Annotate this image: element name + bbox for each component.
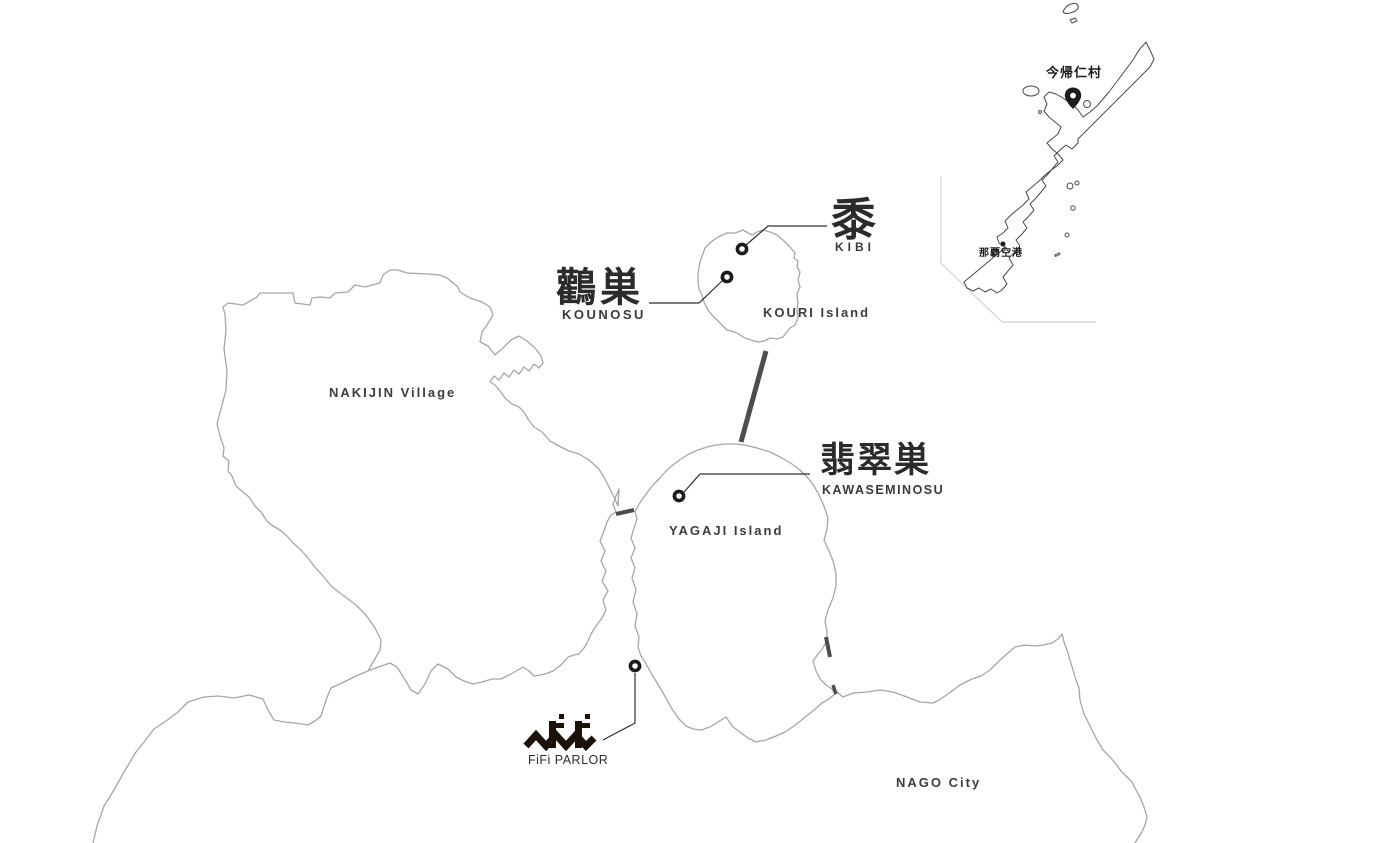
kounosu-kanji-label: 鸛巣 xyxy=(556,266,644,310)
inset-island-iheya xyxy=(1062,2,1079,14)
airport-dot-icon xyxy=(1000,241,1006,247)
kouri-bridge xyxy=(738,350,769,443)
coastline-nakijin-peninsula xyxy=(92,269,620,843)
inset-island-izena xyxy=(1069,17,1078,24)
yagaji-bridge-south xyxy=(831,684,838,695)
kounosu-name-label: KOUNOSU xyxy=(562,307,646,322)
region-label-nakijin-village: NAKIJIN Village xyxy=(329,385,457,400)
kawaseminosu-kanji-label: 翡翠巣 xyxy=(820,441,932,480)
kawaseminosu-marker-icon xyxy=(672,489,686,503)
inset-island-east3 xyxy=(1070,205,1076,211)
kibi-leader-line xyxy=(745,225,827,246)
fifi-marker-icon xyxy=(628,659,642,673)
coastline-yagaji-island xyxy=(630,443,837,743)
region-label-kouri-island: KOURI Island xyxy=(763,305,871,320)
coastline-nago-mainland xyxy=(836,633,1148,843)
kawaseminosu-leader-line xyxy=(683,473,810,493)
fifi-leader-line xyxy=(602,673,636,741)
yagaji-bridge-north xyxy=(824,636,832,658)
inset-frame xyxy=(940,176,1096,323)
map-pin-hole xyxy=(1070,92,1076,99)
inset-okinawa-map xyxy=(940,2,1155,323)
coastline-kouri-island xyxy=(697,229,801,343)
warumi-bridge xyxy=(615,508,635,516)
inset-island-east5 xyxy=(1054,252,1061,257)
kibi-kanji-label: 黍 xyxy=(831,194,877,245)
kawaseminosu-name-label: KAWASEMINOSU xyxy=(822,483,945,497)
inset-island-east4 xyxy=(1064,232,1070,238)
inset-island-minna xyxy=(1038,110,1042,114)
region-label-nago-city: NAGO City xyxy=(896,775,982,790)
kibi-name-label: KIBI xyxy=(835,240,875,254)
inset-naha-airport-label: 那覇空港 xyxy=(979,248,1023,259)
fifi-parlor-name-label: FiFi PARLOR xyxy=(528,753,609,767)
inset-island-ie xyxy=(1022,85,1040,97)
kibi-marker-icon xyxy=(735,242,749,256)
region-label-yagaji-island: YAGAJI Island xyxy=(669,523,784,538)
inset-okinawa-island xyxy=(963,41,1155,294)
inset-island-kouri xyxy=(1083,100,1091,108)
inset-island-east2 xyxy=(1074,180,1080,186)
kounosu-leader-line xyxy=(649,280,723,304)
inset-island-east1 xyxy=(1066,182,1074,190)
fifi-parlor-logo xyxy=(523,714,597,752)
kounosu-marker-icon xyxy=(720,270,734,284)
inset-nakijin-village-label: 今帰仁村 xyxy=(1045,65,1103,80)
